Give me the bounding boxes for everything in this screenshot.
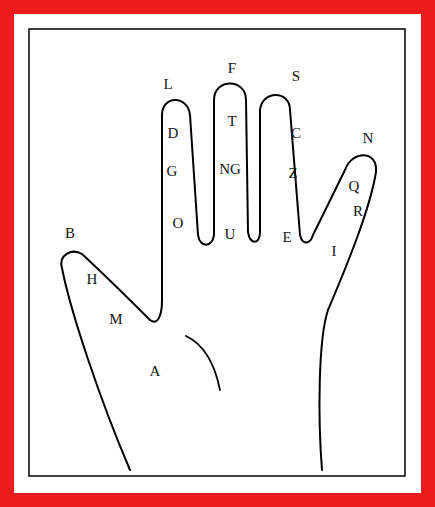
palm-crease (186, 336, 220, 390)
finger-letter: N (363, 131, 374, 146)
finger-letter: H (87, 272, 98, 287)
finger-letter: B (65, 226, 75, 241)
finger-letter: Q (349, 179, 360, 194)
finger-letter: T (227, 114, 236, 129)
finger-letter: Z (288, 166, 297, 181)
finger-letter: C (291, 126, 301, 141)
finger-letter: L (163, 77, 172, 92)
white-panel (14, 14, 421, 493)
finger-letter: I (332, 244, 337, 259)
finger-letter: R (353, 204, 363, 219)
finger-letter: M (109, 312, 122, 327)
finger-letter: NG (219, 162, 241, 177)
finger-letter: A (150, 364, 161, 379)
finger-letter: D (168, 126, 179, 141)
finger-letter: F (228, 61, 236, 76)
hand-outline (61, 84, 376, 471)
finger-letter: U (225, 227, 236, 242)
finger-letter: G (167, 164, 178, 179)
finger-letter: S (292, 69, 300, 84)
finger-letter: E (282, 230, 291, 245)
inner-border (29, 29, 405, 476)
finger-letter: O (173, 216, 184, 231)
